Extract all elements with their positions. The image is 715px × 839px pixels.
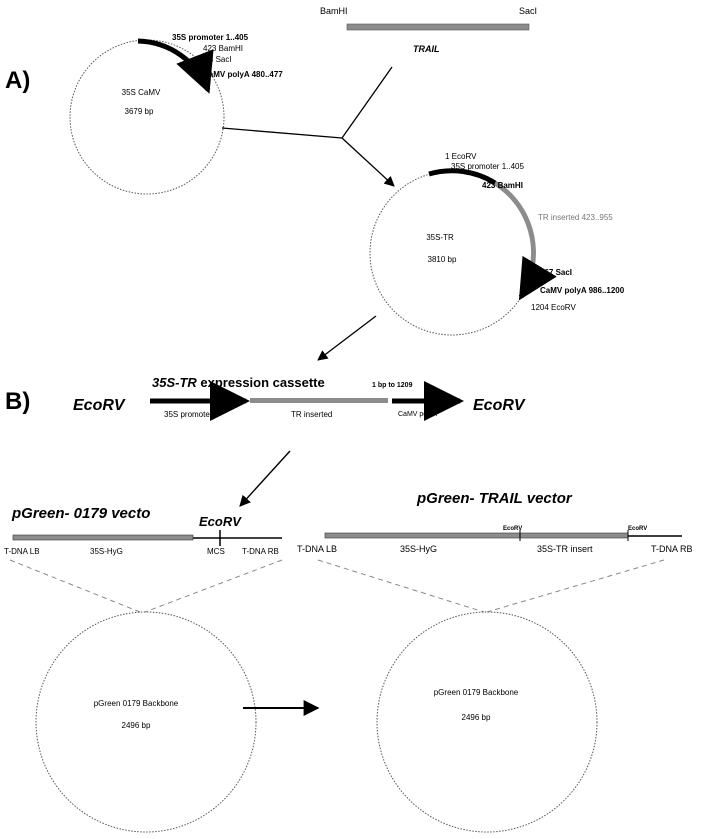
pgreen-trail-vector: pGreen- TRAIL vector EcoRV EcoRV T-DNA L…: [297, 490, 693, 833]
cassette-seg-insert: TR inserted: [291, 410, 332, 419]
pgreen0179-hyg: 35S-HyG: [90, 547, 123, 556]
cassette-title-italic: 35S-TR: [152, 375, 197, 390]
pgreen0179-tdna-bar: [12, 534, 194, 541]
p35s-ann-bamhi: 423 BamHI: [203, 44, 243, 53]
cassette-seg-promoter: 35S promoter: [164, 410, 213, 419]
pgreen-trail-lb: T-DNA LB: [297, 544, 337, 554]
cassette-right-ecorv: EcoRV: [473, 397, 526, 414]
p35s-backbone: [69, 39, 225, 195]
insertion-arrow: [239, 450, 291, 507]
pgreen-trail-title-prefix: pGreen-: [416, 490, 479, 507]
p35s-ann-polya: CaMV polyA 480..477: [203, 70, 283, 79]
p35s-tr-ann-ecorv1: 1 EcoRV: [445, 152, 477, 161]
p35s-tr-ann-insert: TR inserted 423..955: [538, 213, 613, 222]
p35s-tr-insert-arc: [493, 180, 536, 277]
pgreen-trail-title: pGreen- TRAIL vector: [416, 490, 573, 507]
p35s-tr-promoter-arrow: [428, 168, 497, 186]
excision-arrow: [317, 315, 377, 361]
pgreen-trail-hyg: 35S-HyG: [400, 544, 437, 554]
p35s-tr-ann-polya: CaMV polyA 986..1200: [540, 286, 625, 295]
pgreen-trail-ecorv2: EcoRV: [628, 526, 647, 532]
pgreen-trail-title-italic: TRAIL: [479, 490, 523, 507]
ligation-arrow: [341, 137, 395, 187]
cassette-title: 35S-TR expression cassette: [152, 375, 325, 390]
p35s-center-size: 3679 bp: [125, 107, 154, 116]
pgreen-trail-rb: T-DNA RB: [651, 544, 693, 554]
pgreen0179-mcs: MCS: [207, 547, 225, 556]
p35s-tr-center-size: 3810 bp: [428, 255, 457, 264]
pgreen0179-ecorv: EcoRV: [199, 514, 242, 529]
pgreen0179-title: pGreen- 0179 vecto: [11, 505, 150, 522]
trail-label: TRAIL: [413, 44, 440, 54]
p35s-tr-polya-arrow: [518, 255, 557, 301]
p35s-tr-plasmid: 1 EcoRV 35S promoter 1..405 423 BamHI TR…: [369, 152, 625, 336]
pgreen0179-vector: pGreen- 0179 vecto EcoRV T-DNA LB 35S-Hy…: [4, 505, 283, 833]
p35s-tr-ann-bamhi: 423 BamHI: [482, 181, 523, 190]
pgreen-trail-ecorv1: EcoRV: [503, 526, 522, 532]
pgreen0179-center-size: 2496 bp: [122, 721, 151, 730]
p35s-center-name: 35S CaMV: [122, 88, 161, 97]
p35s-ann-saci: 438 SacI: [200, 55, 232, 64]
pgreen-trail-backbone: [376, 611, 598, 833]
section-b-label: B): [5, 388, 30, 415]
p35s-tr-ann-ecorv2: 1204 EcoRV: [531, 303, 576, 312]
cassette-left-ecorv: EcoRV: [73, 397, 126, 414]
pgreen0179-rb: T-DNA RB: [242, 547, 279, 556]
pgreen-trail-insert-bar: [519, 532, 629, 539]
section-a-label: A): [5, 67, 30, 94]
p35s-tr-ann-promoter: 35S promoter 1..405: [451, 162, 524, 171]
p35s-tr-ann-saci: 967 SacI: [540, 268, 572, 277]
p35s-tr-center-name: 35S-TR: [426, 233, 454, 242]
trail-insert: BamHI SacI TRAIL: [320, 6, 537, 54]
pgreen-trail-dash-left: [317, 559, 485, 613]
cassette-title-rest: expression cassette: [197, 375, 325, 390]
saci-label: SacI: [519, 6, 537, 16]
pgreen-trail-title-suffix: vector: [523, 490, 573, 507]
pgreen0179-backbone: [35, 611, 257, 833]
pgreen-trail-center-size: 2496 bp: [462, 713, 491, 722]
pgreen0179-center-name: pGreen 0179 Backbone: [94, 699, 179, 708]
bamhi-label: BamHI: [320, 6, 348, 16]
pgreen0179-lb: T-DNA LB: [4, 547, 40, 556]
cassette-seg-polya: CaMV polyA: [398, 411, 437, 418]
cassette-insert-bar: [250, 398, 388, 403]
p35s-plasmid: 35S promoter 1..405 423 BamHI 438 SacI C…: [69, 33, 283, 195]
pgreen-trail-center-name: pGreen 0179 Backbone: [434, 688, 519, 697]
pgreen0179-dash-left: [9, 559, 141, 613]
p35s-promoter-arrow: [137, 38, 214, 94]
cassette-title-range: 1 bp to 1209: [372, 382, 413, 389]
trail-insert-bar: [346, 23, 530, 31]
expression-cassette: 35S-TR expression cassette 1 bp to 1209 …: [73, 375, 526, 421]
pgreen-trail-insert: 35S-TR insert: [537, 544, 593, 554]
pgreen-trail-tdna-bar: [324, 532, 521, 539]
pgreen-trail-dash-right: [486, 559, 665, 613]
pgreen0179-dash-right: [144, 559, 283, 613]
p35s-ann-promoter: 35S promoter 1..405: [172, 33, 249, 42]
ligation-lines: [221, 66, 395, 187]
